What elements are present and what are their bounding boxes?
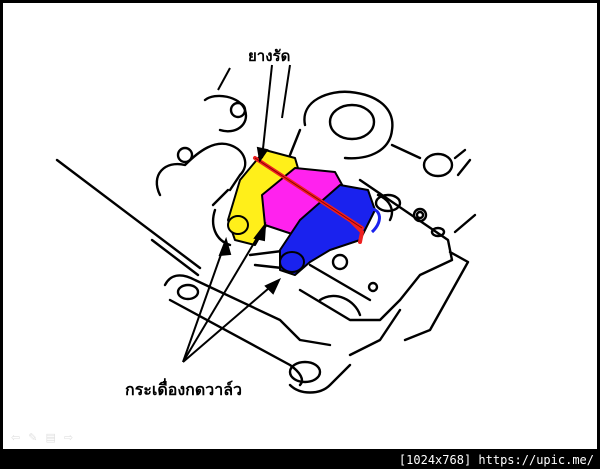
forward-arrow-icon[interactable]: ⇨: [63, 431, 74, 444]
menu-icon[interactable]: ▤: [45, 431, 56, 444]
rocker-arm-label: กระเดื่องกดวาล์ว: [125, 380, 242, 399]
slide-nav-controls: ⇦ ✎ ▤ ⇨: [11, 431, 73, 444]
watermark: [1024x768] https://upic.me/: [398, 453, 594, 467]
engine-valve-rocker-diagram: [55, 64, 477, 394]
rubber-band-label: ยางรัด: [248, 47, 291, 65]
pen-icon[interactable]: ✎: [28, 431, 38, 444]
back-arrow-icon[interactable]: ⇦: [11, 431, 21, 444]
slide-canvas: ยางรัด กระเดื่องกดวาล์ว ⇦ ✎ ▤ ⇨: [3, 3, 597, 449]
